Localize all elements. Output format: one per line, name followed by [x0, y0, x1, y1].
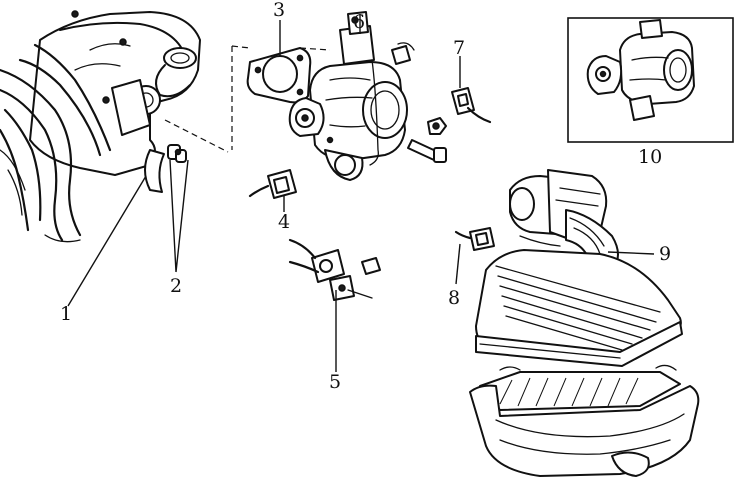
callout-5: 5	[329, 371, 341, 393]
callout-1: 1	[60, 303, 72, 325]
air-cleaner-lower-case	[469, 384, 700, 477]
callout-9: 9	[659, 243, 671, 265]
idle-air-control-valve	[288, 238, 373, 301]
callout-10: 10	[638, 146, 662, 168]
gasket-alignment-line	[164, 45, 331, 153]
gasket	[246, 47, 312, 104]
air-intake-hose	[509, 169, 619, 271]
callout-6: 6	[353, 11, 365, 33]
electrical-connector	[248, 169, 297, 199]
throttle-position-sensor-connector	[451, 87, 492, 124]
inset-throttle-body	[586, 19, 695, 121]
intake-air-temp-connector	[454, 227, 495, 251]
leader-lines	[67, 14, 655, 372]
iac-screw	[361, 257, 381, 275]
wiring-harness	[0, 43, 112, 243]
callout-4: 4	[278, 211, 290, 233]
callout-3: 3	[273, 0, 285, 21]
air-filter-element	[479, 364, 681, 411]
vacuum-hoses	[144, 144, 187, 193]
mounting-bolt	[407, 139, 447, 163]
air-cleaner-upper-housing	[475, 249, 683, 367]
mounting-nut	[427, 117, 447, 135]
intake-manifold	[29, 10, 201, 176]
throttle-body	[288, 11, 415, 181]
callout-8: 8	[448, 287, 460, 309]
callout-7: 7	[453, 37, 465, 59]
inset-frame	[567, 17, 734, 143]
callout-2: 2	[170, 275, 182, 297]
